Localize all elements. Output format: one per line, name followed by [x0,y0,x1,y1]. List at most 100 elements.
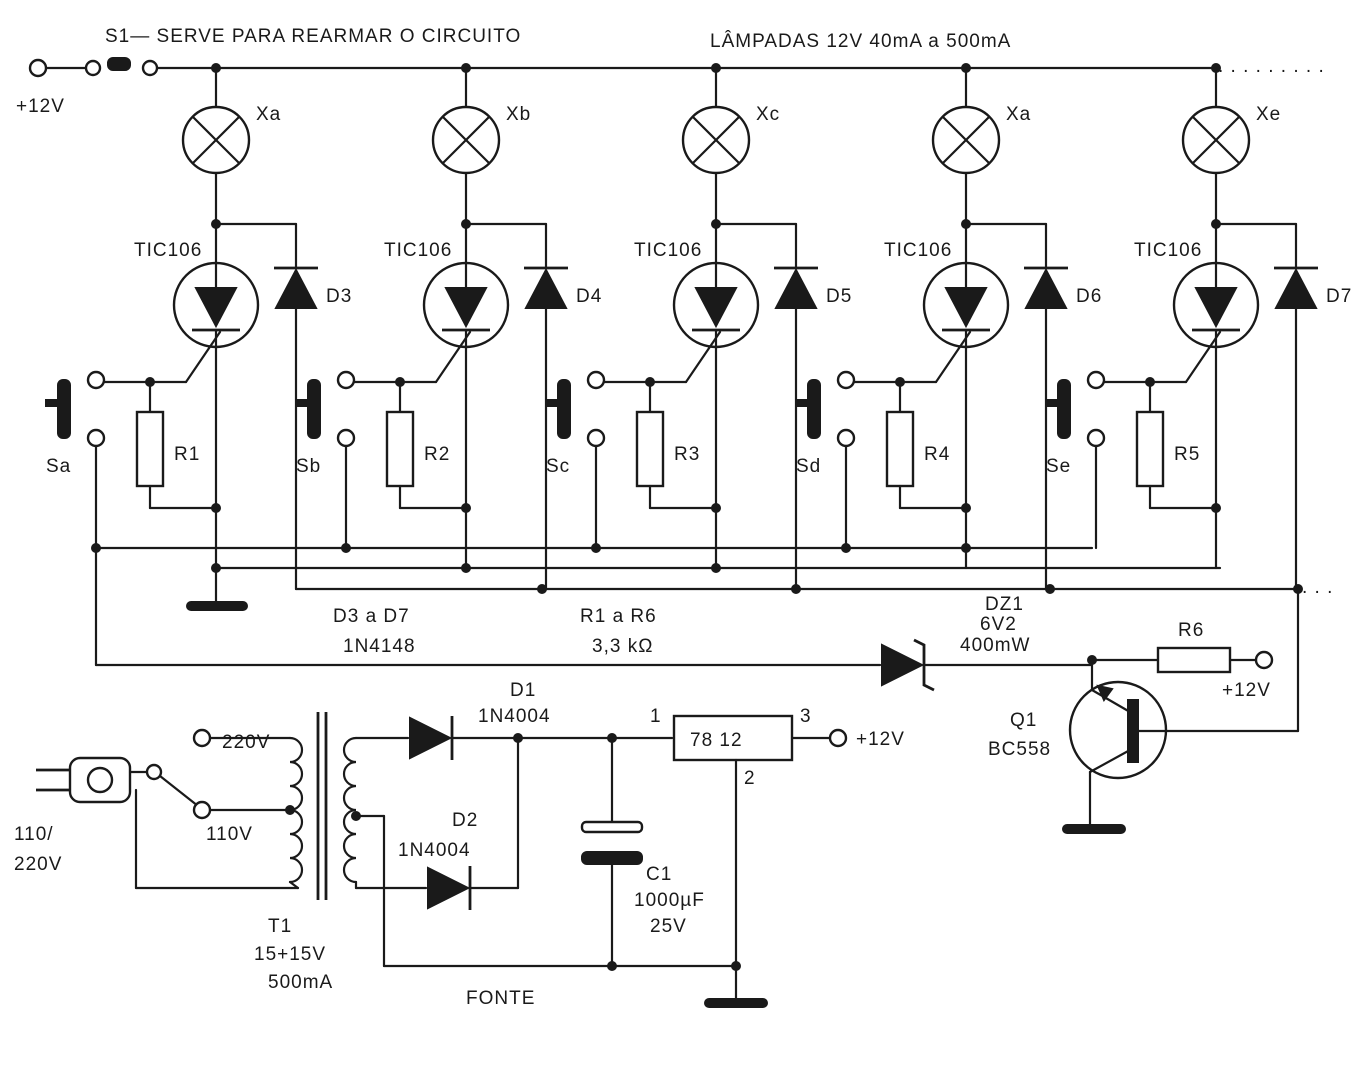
switch-label: Sc [546,456,570,477]
pushbutton-icon [1045,370,1106,448]
svg-text:110V: 110V [206,824,253,845]
svg-text:DZ1: DZ1 [985,594,1024,615]
diode-label: D6 [1076,286,1102,307]
scr-label: TIC106 [634,240,702,261]
lamp-label: Xe [1256,104,1281,125]
diode-icon [524,222,568,591]
resistor-icon [385,380,468,510]
lamp-label: Xb [506,104,531,125]
svg-text:400mW: 400mW [960,635,1030,656]
regulator-7812 [672,714,794,762]
svg-text:220V: 220V [222,732,270,753]
resistor-icon [135,380,218,510]
switch-label: Sa [46,456,71,477]
diodes-range: D3 a D7 [333,606,410,627]
svg-text:+12V: +12V [856,729,905,750]
scr-label: TIC106 [1134,240,1202,261]
resistor-icon [1135,380,1218,510]
svg-text:D2: D2 [452,810,478,831]
svg-text:Q1: Q1 [1010,710,1037,731]
scr-label: TIC106 [384,240,452,261]
lamp-spec: LÂMPADAS 12V 40mA a 500mA [710,30,1011,52]
ground-symbol [186,601,248,611]
lamp-icon [681,105,751,175]
diodes-type: 1N4148 [343,636,416,657]
svg-text:6V2: 6V2 [980,614,1017,635]
resistor-label: R4 [924,444,950,465]
switch-label: Sb [296,456,321,477]
lamp-label: Xc [756,104,780,125]
svg-text:R6: R6 [1178,620,1204,641]
diode-icon [1274,222,1318,591]
resistor-label: R1 [174,444,200,465]
scr-icon [172,261,260,384]
pushbutton-icon [545,370,606,448]
pushbutton-icon [295,370,356,448]
header-note: S1— SERVE PARA REARMAR O CIRCUITO [105,26,521,47]
input-terminal [28,58,48,78]
svg-text:1: 1 [650,706,662,727]
supply-in-label: +12V [16,96,65,117]
svg-text:1N4004: 1N4004 [478,706,551,727]
svg-text:. . . . . . . . .: . . . . . . . . . [1218,56,1325,77]
svg-text:25V: 25V [650,916,687,937]
resistor-icon [885,380,968,510]
svg-text:1000µF: 1000µF [634,890,705,911]
resistor-label: R2 [424,444,450,465]
svg-text:BC558: BC558 [988,739,1051,760]
s1-pushbutton [107,57,131,71]
resistor-r6: R6 +12V [1090,620,1274,701]
lamp-icon [431,105,501,175]
pushbutton-icon [795,370,856,448]
top-rail: . . . . . . . . . +12V [16,56,1325,117]
diode-icon [774,222,818,591]
svg-text:2: 2 [744,768,756,789]
lamp-label: Xa [1006,104,1031,125]
svg-text:3: 3 [800,706,812,727]
svg-text:D1: D1 [510,680,536,701]
svg-text:220V: 220V [14,854,62,875]
scr-icon [672,261,760,384]
resistors-value: 3,3 kΩ [592,636,653,657]
resistor-label: R3 [674,444,700,465]
switch-label: Se [1046,456,1071,477]
svg-text:78 12: 78 12 [690,730,743,751]
transistor-q1: Q1 BC558 [988,587,1300,834]
lamp-icon [1181,105,1251,175]
lamp-label: Xa [256,104,281,125]
bus-junctions [91,543,1303,594]
power-supply: 110/ 220V 220V 110V T1 15+15V 500mA [14,680,905,1009]
scr-label: TIC106 [134,240,202,261]
svg-text:FONTE: FONTE [466,988,535,1009]
zener-dz1: DZ1 6V2 400mW [881,594,1094,692]
svg-text:. . .: . . . [1302,577,1333,598]
lamp-icon [931,105,1001,175]
lamp-icon [181,105,251,175]
svg-text:1N4004: 1N4004 [398,840,471,861]
svg-text:15+15V: 15+15V [254,944,326,965]
resistor-label: R5 [1174,444,1200,465]
diode-label: D7 [1326,286,1352,307]
scr-icon [422,261,510,384]
diode-label: D3 [326,286,352,307]
diode-icon [274,222,318,591]
svg-text:T1: T1 [268,916,292,937]
diode-label: D4 [576,286,602,307]
diode-icon [1024,222,1068,591]
svg-text:110/: 110/ [14,824,54,845]
svg-text:C1: C1 [646,864,672,885]
pushbutton-icon [45,370,106,448]
scr-icon [922,261,1010,384]
svg-text:+12V: +12V [1222,680,1271,701]
svg-text:500mA: 500mA [268,972,333,993]
resistor-icon [635,380,718,510]
scr-icon [1172,261,1260,384]
diode-label: D5 [826,286,852,307]
